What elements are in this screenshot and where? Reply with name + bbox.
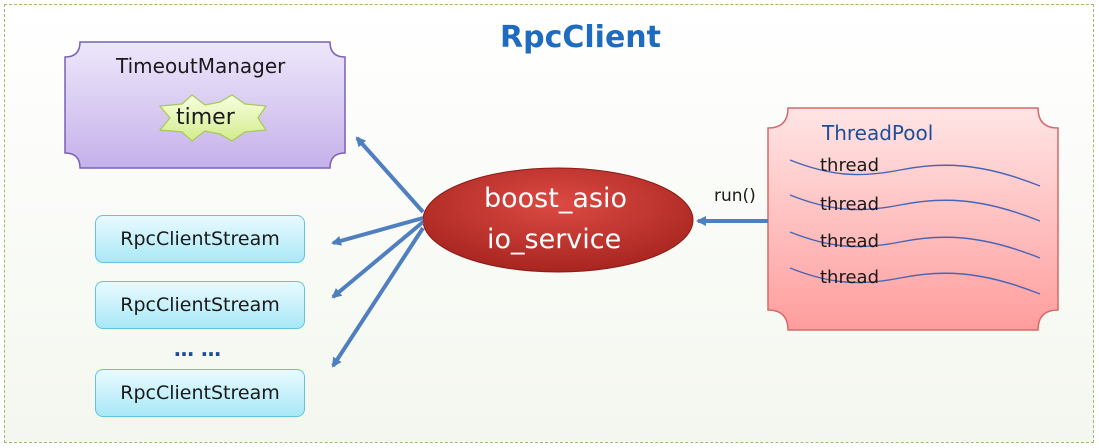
timer-label: timer: [176, 105, 235, 130]
rpc-client-stream-box: RpcClientStream: [95, 369, 305, 417]
threadpool-box: [767, 107, 1059, 331]
arrow-to-timeout-manager: [355, 136, 425, 214]
timeout-manager-label: TimeoutManager: [116, 54, 286, 78]
asio-label-line2: io_service: [487, 224, 622, 255]
thread-line: [789, 267, 1041, 295]
thread-label: thread: [820, 155, 880, 176]
arrow-to-stream-3: [331, 226, 425, 368]
diagram-title: RpcClient: [500, 20, 661, 55]
arrow-to-stream-2: [331, 220, 425, 299]
asio-label-line1: boost_asio: [484, 183, 627, 214]
thread-line: [789, 231, 1041, 259]
thread-label: thread: [820, 194, 880, 215]
run-label: run(): [714, 186, 756, 206]
ellipsis-label: … …: [174, 337, 221, 361]
thread-label: thread: [820, 267, 880, 288]
threadpool-label: ThreadPool: [822, 121, 934, 145]
thread-line: [789, 159, 1041, 187]
thread-label: thread: [820, 231, 880, 252]
arrow-to-stream-1: [331, 216, 424, 246]
rpc-client-stream-box: RpcClientStream: [95, 281, 305, 329]
rpc-client-stream-box: RpcClientStream: [95, 215, 305, 263]
thread-line: [789, 194, 1041, 222]
timer-shape: [158, 94, 268, 142]
